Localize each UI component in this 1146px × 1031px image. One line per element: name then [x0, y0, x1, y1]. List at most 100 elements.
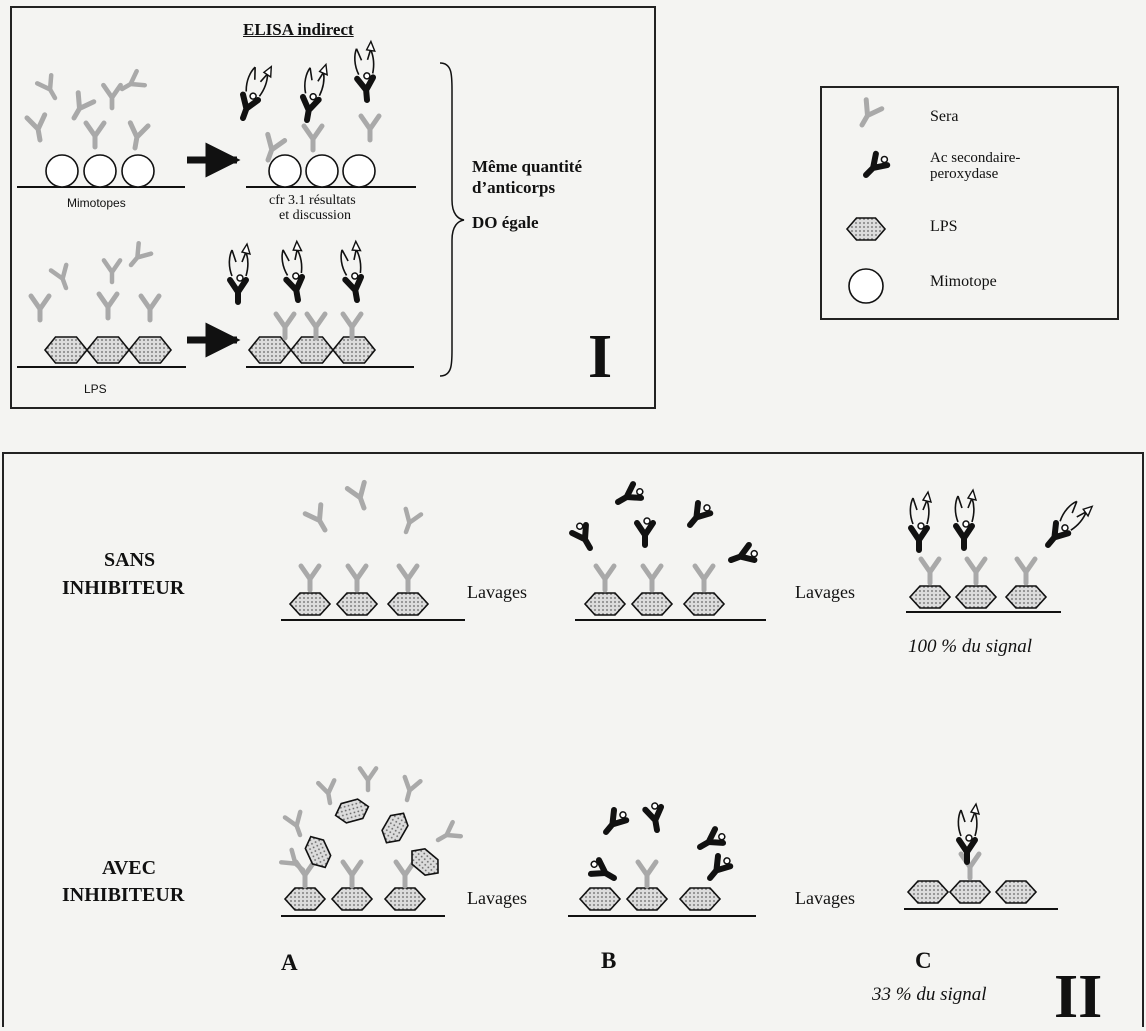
secondary-antibody: [569, 521, 593, 551]
mimotopes-label: Mimotopes: [67, 196, 126, 210]
serum-antibody: [34, 72, 58, 101]
step-label-b: B: [601, 948, 617, 973]
lps-hexagon: [43, 336, 89, 364]
panel-elisa-indirect: [10, 6, 656, 409]
serum-antibody: [28, 293, 52, 323]
serum-antibody: [316, 778, 337, 806]
secondary-antibody: [1045, 500, 1094, 548]
serum-antibody: [403, 506, 424, 535]
wash-label-r1-2: Lavages: [795, 582, 855, 602]
row2-label-line1: AVEC: [102, 857, 157, 879]
serum-antibody: [138, 293, 162, 323]
legend-label-mimotope: Mimotope: [930, 273, 997, 290]
lps-hexagon: [331, 336, 377, 364]
secondary-antibody: [707, 853, 734, 881]
serum-antibody: [345, 563, 369, 593]
lps-hexagon: [994, 880, 1038, 904]
legend-label-lps: LPS: [930, 218, 958, 235]
mimotope-circle: [268, 154, 302, 188]
signal-full-label: 100 % du signal: [908, 636, 1033, 657]
note-line-1: cfr 3.1 résultats: [269, 193, 356, 208]
serum-antibody: [340, 859, 364, 889]
serum-antibody: [101, 82, 123, 111]
secondary-antibody: [634, 517, 656, 548]
lps-hexagon: [625, 887, 669, 911]
mimotope-circle: [305, 154, 339, 188]
secondary-antibody: [281, 239, 306, 303]
secondary-antibody: [687, 500, 714, 528]
row2-label-line2: INHIBITEUR: [62, 884, 185, 906]
secondary-antibody: [227, 242, 252, 305]
secondary-antibody: [340, 239, 365, 303]
mimotope-circle: [342, 154, 376, 188]
lps-hexagon: [383, 887, 427, 911]
wash-label-r1-1: Lavages: [467, 582, 527, 602]
secondary-antibody: [956, 802, 981, 865]
serum-antibody: [302, 502, 328, 533]
lps-hexagon: [288, 592, 332, 616]
serum-antibody: [71, 90, 97, 121]
lps-hexagon: [583, 592, 627, 616]
secondary-antibody: [908, 490, 933, 553]
signal-partial-label: 33 % du signal: [872, 984, 987, 1005]
serum-antibody: [358, 113, 382, 143]
serum-antibody: [692, 563, 716, 593]
serum-antibody: [593, 563, 617, 593]
roman-numeral-one: I: [588, 323, 613, 391]
serum-antibody: [435, 819, 464, 843]
serum-antibody: [273, 311, 297, 341]
conclusion-line-2: d’anticorps: [472, 178, 556, 197]
mimotope-circle: [848, 268, 884, 304]
row1-label-line2: INHIBITEUR: [62, 577, 185, 599]
secondary-antibody: [697, 826, 727, 850]
secondary-antibody: [863, 150, 891, 178]
serum-antibody: [83, 120, 107, 150]
conclusion-line-1: Même quantité: [472, 157, 583, 176]
lps-label-panel1: LPS: [84, 382, 107, 396]
serum-antibody: [344, 479, 367, 511]
secondary-antibody: [728, 541, 758, 563]
serum-antibody: [24, 112, 48, 143]
panel1-title: ELISA indirect: [243, 20, 354, 39]
panel-inhibition: [2, 452, 1144, 1027]
conclusion-line-3: DO égale: [472, 213, 539, 232]
serum-antibody: [357, 766, 379, 793]
serum-antibody: [128, 240, 154, 268]
lps-hexagon: [906, 880, 950, 904]
serum-antibody: [393, 859, 417, 889]
serum-antibody: [127, 120, 151, 151]
note-line-2: et discussion: [279, 208, 351, 223]
legend-box: [820, 86, 1119, 320]
lps-hexagon: [954, 585, 998, 609]
lps-hexagon: [386, 592, 430, 616]
lps-hexagon: [948, 880, 992, 904]
serum-antibody: [96, 291, 120, 321]
secondary-antibody: [354, 39, 377, 103]
secondary-antibody: [615, 481, 645, 505]
serum-antibody: [282, 809, 303, 838]
step-label-c: C: [915, 948, 932, 973]
lps-hexagon: [289, 336, 335, 364]
lps-hexagon: [630, 592, 674, 616]
lps-hexagon: [578, 887, 622, 911]
lps-hexagon: [1004, 585, 1048, 609]
secondary-antibody: [603, 807, 630, 835]
serum-antibody: [396, 563, 420, 593]
serum-antibody: [101, 258, 123, 285]
summary-brace: [439, 62, 465, 377]
secondary-antibody: [240, 65, 273, 121]
serum-antibody: [278, 847, 306, 873]
secondary-antibody: [299, 62, 328, 123]
serum-antibody: [964, 556, 988, 586]
serum-antibody: [640, 563, 664, 593]
serum-antibody: [635, 859, 659, 889]
secondary-antibody: [587, 857, 617, 881]
serum-antibody: [859, 97, 885, 128]
serum-antibody: [119, 68, 148, 92]
lps-hexagon: [127, 336, 173, 364]
lps-hexagon: [908, 585, 952, 609]
lps-hexagon: [678, 887, 722, 911]
legend-label-sera: Sera: [930, 108, 959, 125]
serum-antibody: [1014, 556, 1038, 586]
